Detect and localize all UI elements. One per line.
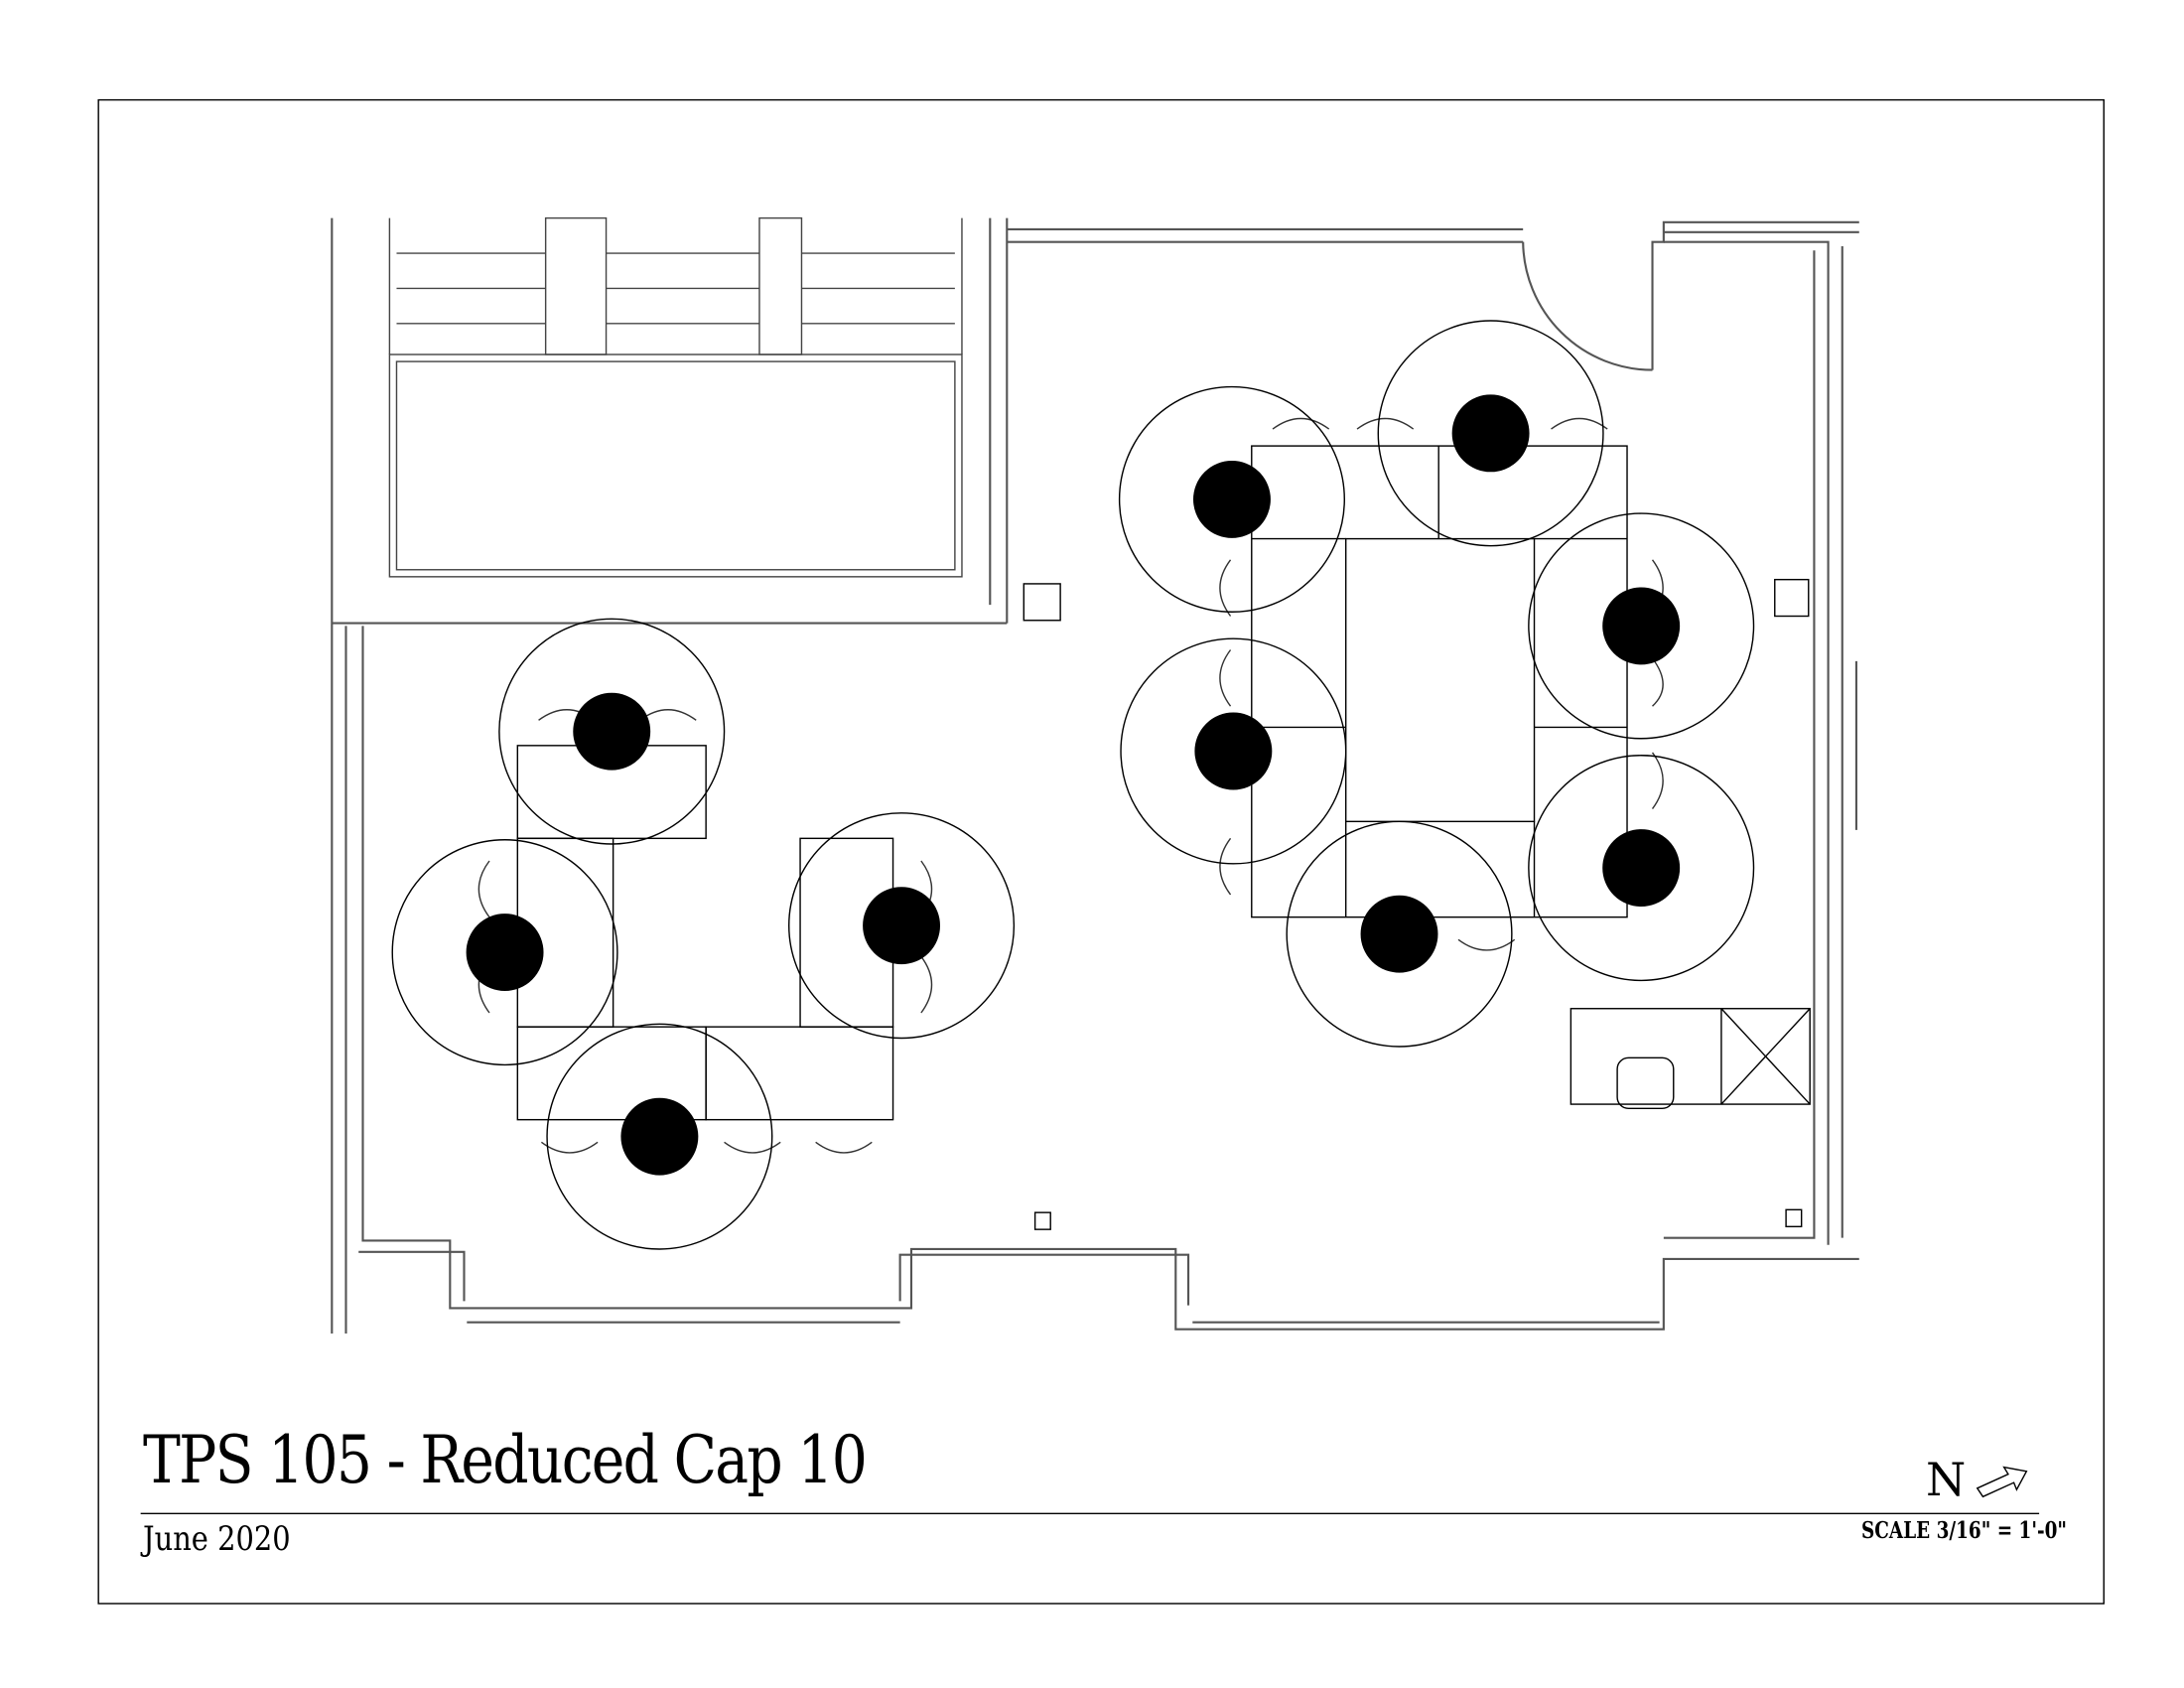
drawing-title: TPS 105 - Reduced Cap 10 <box>143 1422 868 1498</box>
occupant-seat <box>1377 320 1604 547</box>
occupant-seat <box>1286 820 1513 1048</box>
column <box>1033 1211 1051 1230</box>
occupant-seat <box>1120 637 1347 865</box>
column <box>1785 1208 1803 1228</box>
column <box>1774 578 1810 618</box>
drawing-date: June 2020 <box>143 1519 291 1559</box>
occupant-seat <box>391 839 618 1066</box>
walls <box>331 217 1859 1334</box>
occupant-seat <box>546 1023 773 1250</box>
scale-label: SCALE 3/16" = 1'-0" <box>1861 1517 2067 1544</box>
occupant-positions <box>391 320 1755 1250</box>
north-label: N <box>1926 1453 1967 1506</box>
occupant-seat <box>1528 755 1755 982</box>
occupant-seat <box>498 618 726 845</box>
stairs <box>388 216 963 578</box>
chairs <box>478 417 1664 1154</box>
table-group-right <box>1251 445 1628 918</box>
north-arrow-icon <box>1976 1466 2028 1498</box>
occupant-seat <box>788 812 1016 1040</box>
sheet-border <box>97 98 2105 1605</box>
occupant-seat <box>1118 385 1345 613</box>
occupant-seat <box>1528 512 1755 740</box>
instructor-desk <box>1570 1008 1811 1110</box>
column <box>1023 583 1061 622</box>
